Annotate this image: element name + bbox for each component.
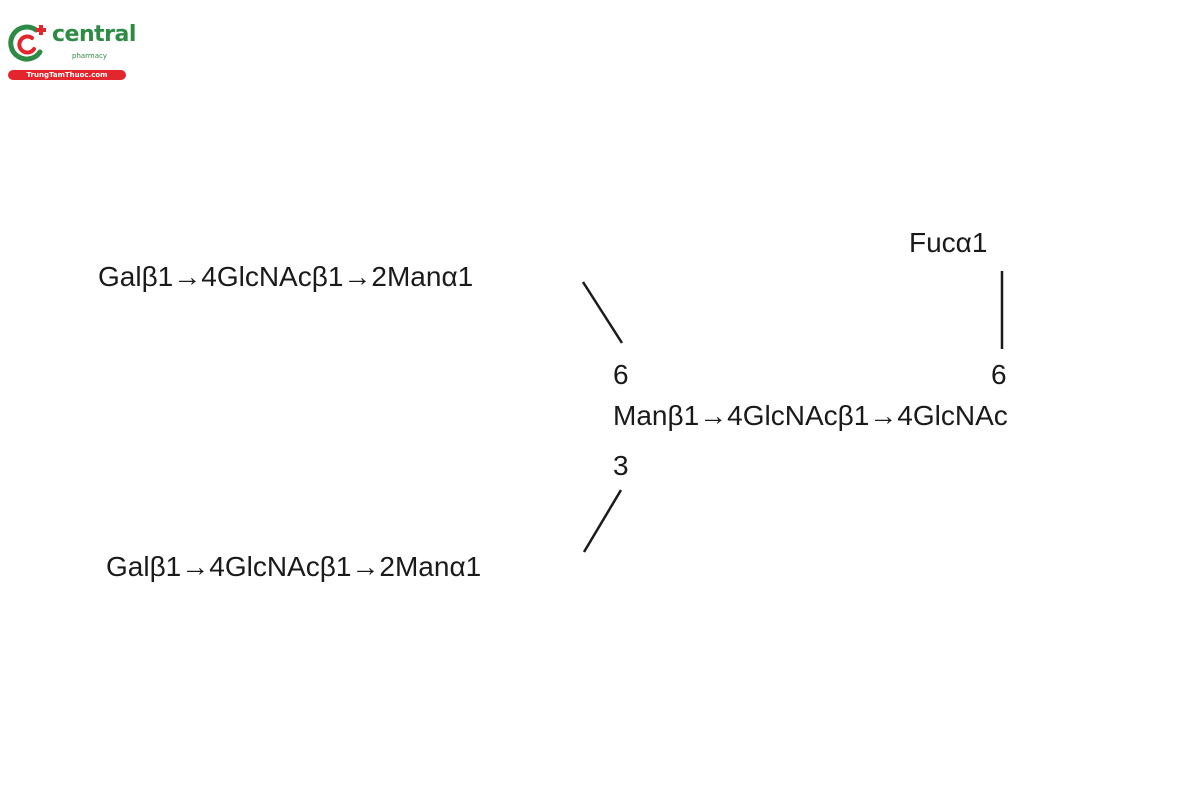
- logo-name: central: [52, 22, 136, 47]
- core-chain-label: Manβ1→4GlcNAcβ1→4GlcNAc: [613, 400, 1008, 431]
- fucose-position-6: 6: [991, 359, 1007, 390]
- lower-branch-label: Galβ1→4GlcNAcβ1→2Manα1: [106, 551, 482, 582]
- logo-mark-icon: [8, 24, 46, 62]
- upper-branch-link: [581, 281, 624, 344]
- central-pharmacy-logo: central pharmacy TrungTamThuoc.com: [6, 20, 136, 82]
- core-position-3: 3: [613, 450, 629, 481]
- logo-sub: pharmacy: [72, 52, 108, 60]
- logo-site: TrungTamThuoc.com: [8, 70, 126, 80]
- fucose-label: Fucα1: [909, 227, 988, 258]
- core-position-6: 6: [613, 359, 629, 390]
- lower-branch-link: [582, 489, 623, 553]
- upper-branch-label: Galβ1→4GlcNAcβ1→2Manα1: [98, 261, 474, 292]
